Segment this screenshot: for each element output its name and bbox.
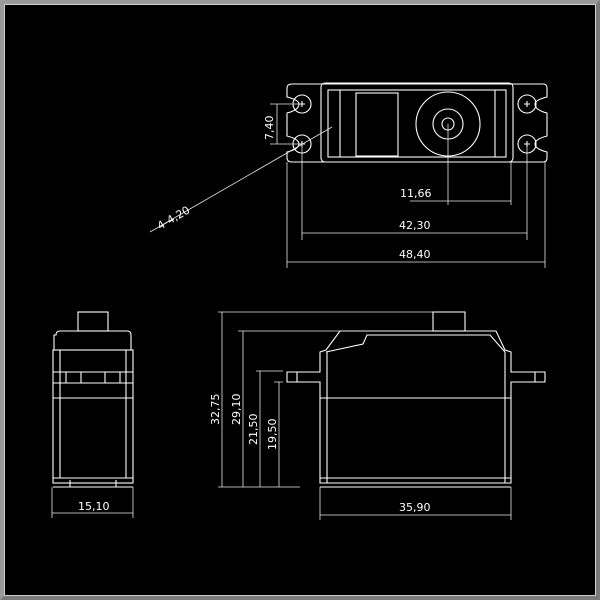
side-body bbox=[52, 349, 134, 484]
mounting-holes bbox=[292, 94, 537, 154]
window-rect bbox=[355, 92, 399, 157]
dim-horn-offset: 11,66 bbox=[400, 187, 432, 200]
front-case-outline bbox=[286, 330, 546, 484]
dim-body-length: 35,90 bbox=[399, 501, 431, 514]
dim-body-width: 15,10 bbox=[78, 500, 110, 513]
front-view: 32,75 29,10 21,50 19,50 35,90 bbox=[209, 311, 546, 520]
dim-holes-note: 4-4,20 bbox=[155, 204, 192, 233]
side-shaft-boss bbox=[77, 311, 109, 332]
mounting-flange-outline bbox=[286, 83, 548, 163]
dim-flange-bottom: 19,50 bbox=[266, 419, 279, 451]
dim-overall-length: 48,40 bbox=[399, 248, 431, 261]
top-view: 11,66 42,30 48,40 7,40 4-4,20 bbox=[149, 82, 548, 268]
dim-total-height: 32,75 bbox=[209, 394, 222, 426]
case-top-outline bbox=[320, 82, 514, 163]
side-view: 15,10 bbox=[51, 311, 134, 518]
dim-flange-top: 21,50 bbox=[247, 414, 260, 446]
dim-case-height: 29,10 bbox=[230, 394, 243, 426]
dim-hole-pitch: 7,40 bbox=[263, 116, 276, 141]
dim-hole-spacing: 42,30 bbox=[399, 219, 431, 232]
front-shaft-boss bbox=[432, 311, 466, 332]
case-inner-outline bbox=[327, 89, 507, 158]
